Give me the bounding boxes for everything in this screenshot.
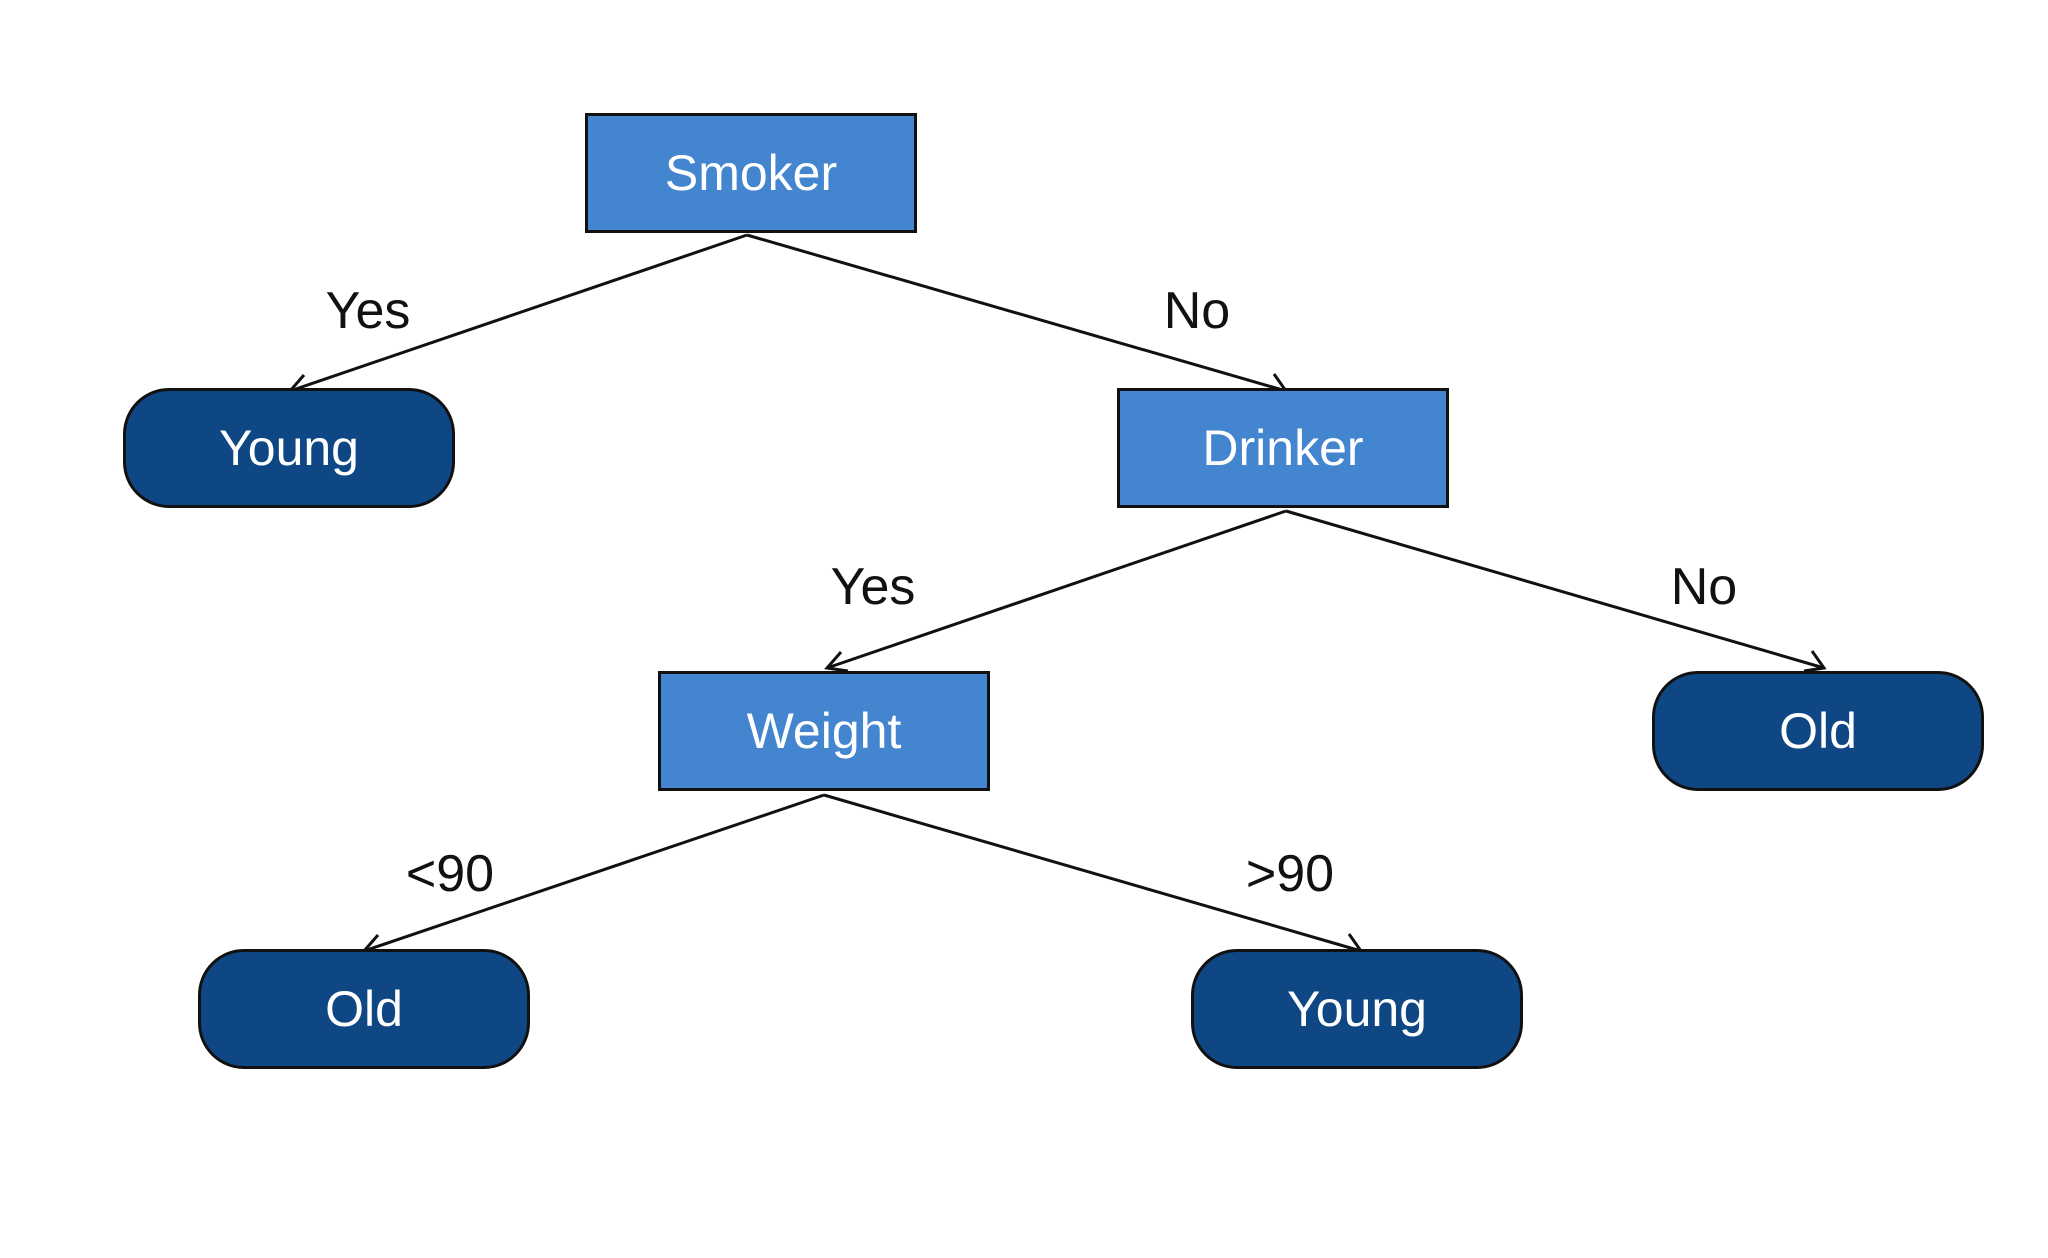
- edge-weight-old: [363, 793, 825, 953]
- edge-label-drinker-yes: Yes: [830, 558, 916, 616]
- edge-smoker-drinker: [746, 233, 1287, 393]
- node-old-1: Old: [1652, 671, 1984, 791]
- edge-label-smoker-no: No: [1163, 282, 1231, 340]
- node-young-2: Young: [1191, 949, 1523, 1069]
- node-smoker: Smoker: [585, 113, 917, 233]
- edge-label-smoker-yes: Yes: [325, 282, 411, 340]
- edge-drinker-weight: [826, 509, 1287, 670]
- edge-weight-young: [823, 793, 1362, 953]
- node-young-1: Young: [123, 388, 455, 508]
- edge-label-weight-less: <90: [405, 845, 495, 903]
- node-old-2: Old: [198, 949, 530, 1069]
- edge-smoker-young: [289, 233, 748, 393]
- arrowhead-icon: [1803, 650, 1827, 673]
- edge-label-weight-greater: >90: [1245, 845, 1335, 903]
- node-drinker: Drinker: [1117, 388, 1449, 508]
- edge-drinker-old: [1285, 509, 1825, 670]
- arrowhead-icon: [824, 651, 849, 673]
- node-weight: Weight: [658, 671, 990, 791]
- edge-label-drinker-no: No: [1670, 558, 1738, 616]
